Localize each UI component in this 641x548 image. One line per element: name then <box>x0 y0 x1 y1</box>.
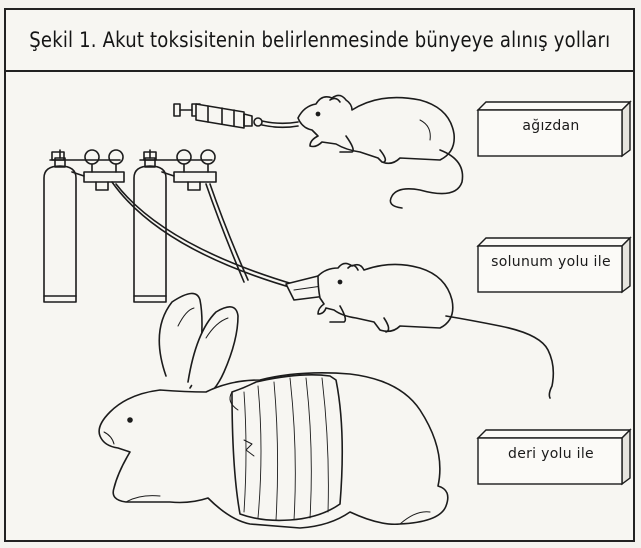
gas-cylinder-left <box>44 150 76 302</box>
label-box-dermal: deri yolu ile <box>476 428 632 486</box>
syringe <box>174 104 298 128</box>
mouse-oral <box>298 95 463 208</box>
label-box-inhalation: solunum yolu ile <box>476 236 632 294</box>
label-inhalation: solunum yolu ile <box>491 254 611 270</box>
label-box-oral: ağızdan <box>476 100 632 158</box>
label-oral: ağızdan <box>522 118 579 134</box>
label-dermal: deri yolu ile <box>508 446 594 462</box>
